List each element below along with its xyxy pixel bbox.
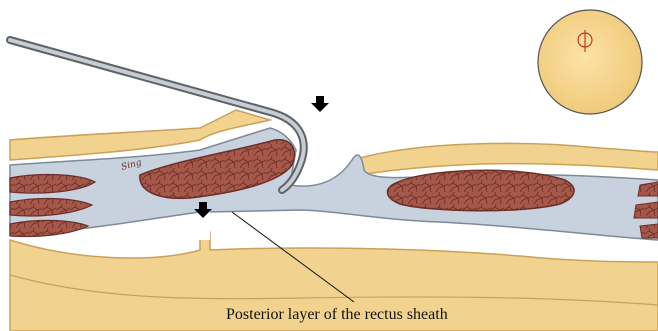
right-muscle-middle — [634, 202, 658, 218]
incision-site-inset-icon — [538, 10, 642, 114]
down-arrow-icon — [311, 96, 329, 112]
right-rectus-muscle — [387, 170, 574, 210]
right-muscle-lower — [640, 224, 658, 238]
posterior-sheath-label: Posterior layer of the rectus sheath — [226, 306, 448, 324]
left-muscle-lower — [10, 220, 88, 236]
